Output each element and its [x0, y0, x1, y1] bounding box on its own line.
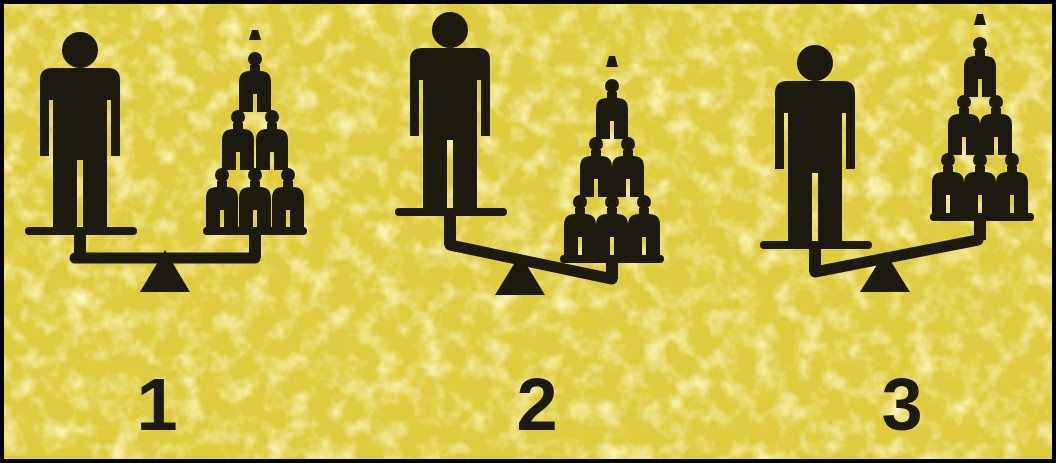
small-figure: [612, 137, 644, 197]
small-figure: [222, 110, 254, 170]
pan-post: [249, 232, 261, 258]
scale-number: 2: [487, 365, 587, 445]
scale-number: 3: [852, 365, 952, 445]
small-figure: [628, 195, 660, 255]
small-figure: [239, 168, 271, 228]
small-figure: [272, 168, 304, 228]
pan: [203, 227, 307, 235]
figure-hat: [249, 30, 261, 40]
person-figure: [410, 12, 490, 208]
small-figure: [964, 37, 996, 97]
small-figure: [932, 153, 964, 213]
balance-scale: [25, 30, 307, 292]
background: [4, 4, 1052, 459]
small-figure: [580, 137, 612, 197]
small-figure: [948, 95, 980, 155]
pan: [395, 208, 507, 216]
small-figure: [564, 195, 596, 255]
pan-post: [74, 232, 86, 258]
balance-scale: [395, 12, 664, 295]
pan: [25, 227, 137, 235]
small-figure: [596, 195, 628, 255]
pan-post: [444, 215, 456, 245]
pan: [560, 255, 664, 263]
small-figure: [239, 52, 271, 112]
balance-scale: [760, 14, 1034, 292]
pan-post: [809, 248, 821, 272]
beam: [75, 253, 255, 264]
small-figure: [596, 79, 628, 139]
small-figure: [206, 168, 238, 228]
figure-hat: [974, 14, 986, 25]
small-figure: [256, 110, 288, 170]
small-figure: [996, 153, 1028, 213]
small-figure: [964, 153, 996, 213]
person-figure: [40, 32, 120, 228]
pan: [760, 241, 872, 249]
pan: [930, 213, 1034, 221]
background-texture: [4, 4, 1052, 459]
scale-number: 1: [107, 365, 207, 445]
figure-hat: [606, 56, 618, 67]
small-figure: [980, 95, 1012, 155]
person-figure: [775, 45, 855, 241]
